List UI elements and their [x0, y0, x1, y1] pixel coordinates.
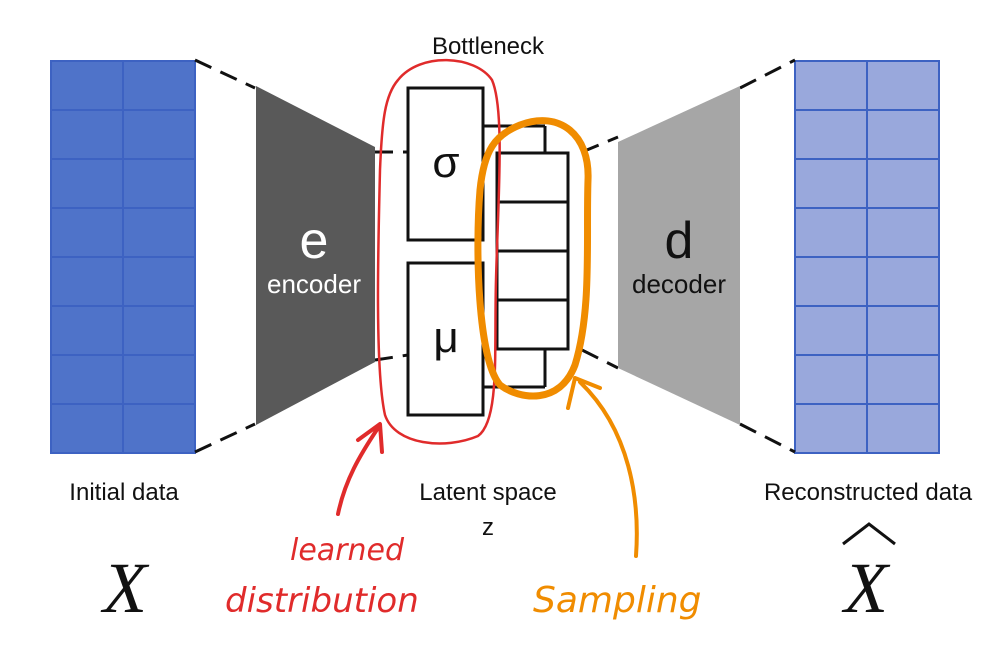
grid-cell — [866, 158, 940, 209]
grid-cell — [794, 354, 868, 405]
reconstructed-data-grid — [794, 60, 940, 454]
learned-distribution-arrow — [336, 422, 384, 516]
initial-data-label: Initial data — [69, 479, 179, 506]
grid-cell — [50, 354, 124, 405]
grid-cell — [794, 109, 868, 160]
grid-cell — [794, 60, 868, 111]
x-hat-accent — [842, 522, 896, 546]
grid-cell — [794, 256, 868, 307]
grid-cell — [866, 207, 940, 258]
input-data-grid — [50, 60, 196, 454]
latent-space-label: Latent space — [419, 479, 556, 506]
encoder-block — [256, 86, 375, 425]
grid-cell — [866, 256, 940, 307]
grid-cell — [794, 305, 868, 356]
encoder-label: encoder — [267, 269, 361, 299]
encoder-letter: e — [300, 212, 329, 270]
grid-cell — [866, 109, 940, 160]
grid-cell — [50, 256, 124, 307]
grid-cell — [794, 403, 868, 454]
grid-cell — [122, 256, 196, 307]
grid-cell — [122, 158, 196, 209]
mu-symbol: μ — [433, 313, 458, 362]
grid-cell — [122, 207, 196, 258]
grid-cell — [122, 305, 196, 356]
decoder-label: decoder — [632, 269, 726, 299]
mu-box — [406, 261, 485, 417]
grid-cell — [122, 60, 196, 111]
learned-annotation: learned — [290, 533, 405, 568]
grid-cell — [50, 60, 124, 111]
grid-cell — [50, 109, 124, 160]
sigma-box — [406, 86, 485, 242]
grid-cell — [50, 158, 124, 209]
sampling-annotation: Sampling — [533, 580, 702, 621]
grid-cell — [50, 403, 124, 454]
x-symbol: X — [100, 548, 150, 628]
decoder-letter: d — [665, 212, 694, 270]
grid-cell — [866, 354, 940, 405]
latent-vector — [495, 151, 570, 351]
grid-cell — [122, 403, 196, 454]
learned-distribution-loop — [376, 58, 501, 445]
grid-cell — [122, 109, 196, 160]
bottleneck-label: Bottleneck — [432, 33, 545, 60]
sampling-loop — [474, 117, 592, 400]
distribution-annotation: distribution — [225, 581, 419, 621]
grid-cell — [866, 403, 940, 454]
decoder-block — [618, 86, 740, 425]
grid-cell — [50, 207, 124, 258]
x-hat-symbol: X — [841, 548, 891, 628]
sigma-symbol: σ — [432, 138, 459, 187]
reconstructed-data-label: Reconstructed data — [764, 479, 973, 506]
latent-z-label: z — [482, 514, 494, 541]
grid-cell — [122, 354, 196, 405]
connector-lines — [194, 58, 796, 454]
grid-cell — [50, 305, 124, 356]
grid-cell — [866, 305, 940, 356]
grid-cell — [794, 207, 868, 258]
grid-cell — [794, 158, 868, 209]
grid-cell — [866, 60, 940, 111]
sampling-arrow — [566, 376, 639, 558]
